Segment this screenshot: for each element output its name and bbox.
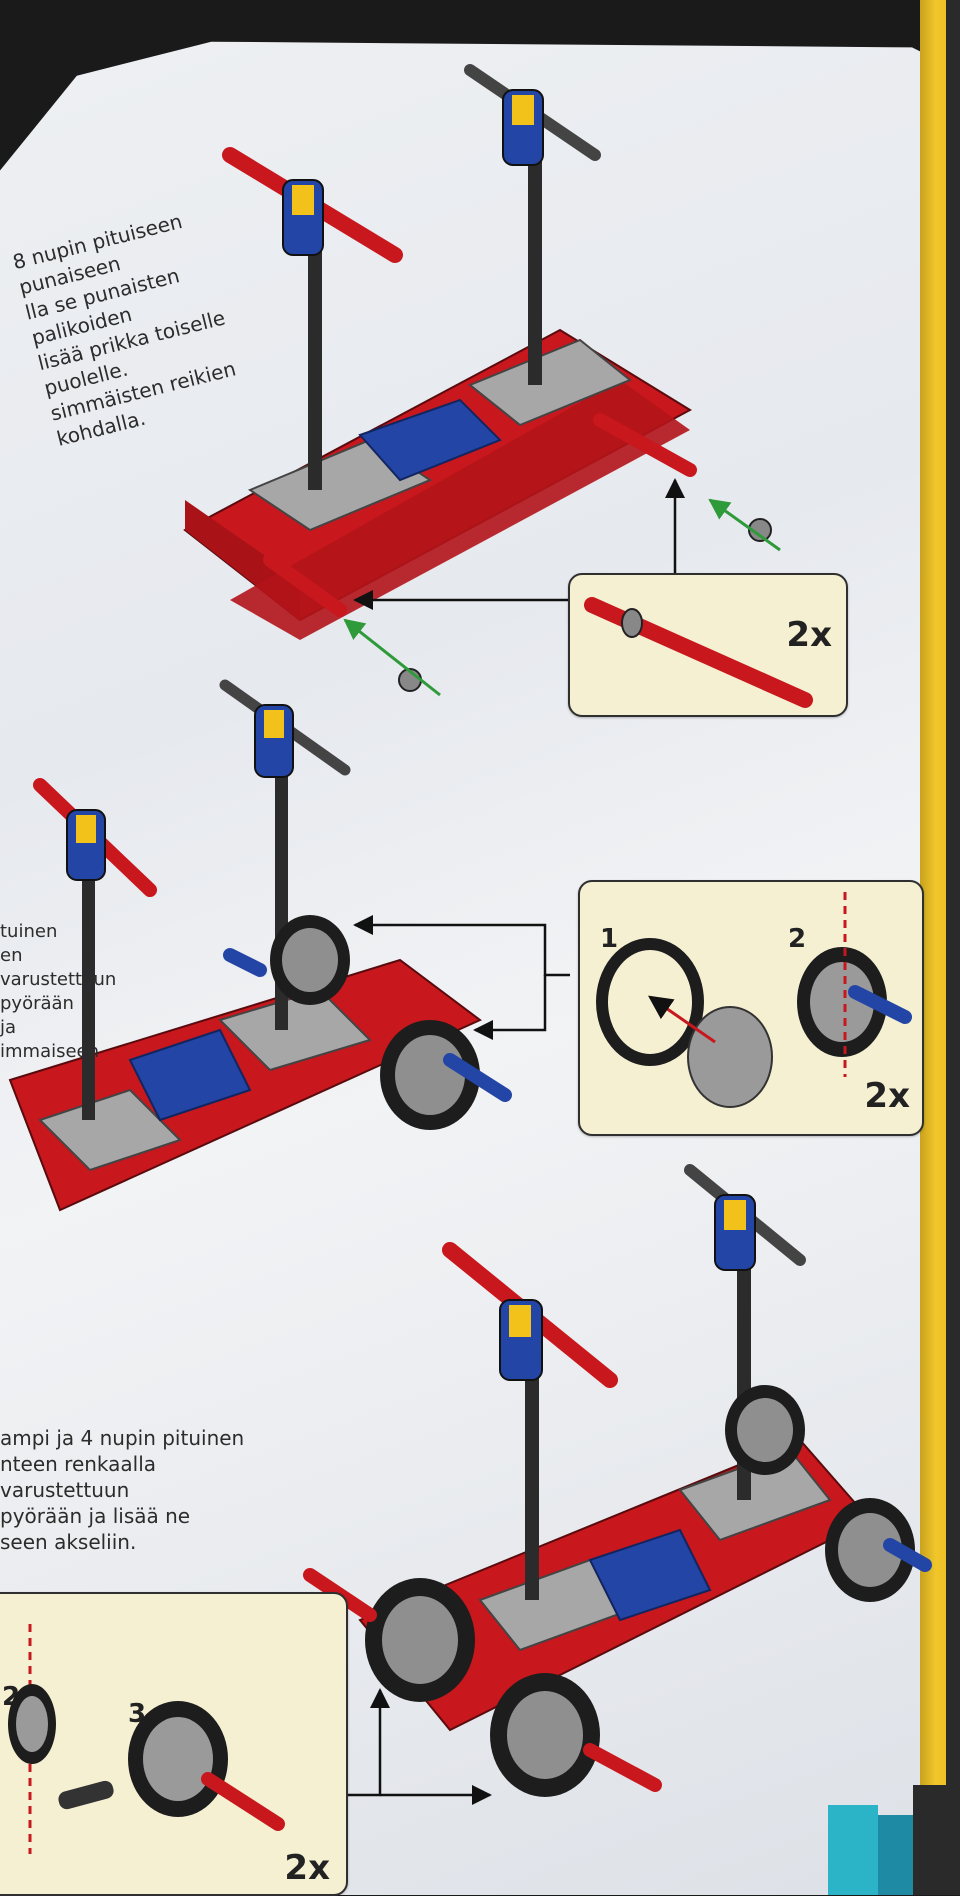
- step-c-subassembly-callout: 2 3 2x: [0, 1592, 348, 1896]
- decorative-bricks-icon: [828, 1785, 948, 1895]
- wheel-with-axle-connector-icon: [8, 1624, 285, 1854]
- step-b-instruction-text: tuinen en varustettuun pyörään ja immais…: [0, 921, 117, 1062]
- step-c-model: [303, 1164, 932, 1805]
- step-c-instruction-text: ampi ja 4 nupin pituinen nteen renkaalla…: [0, 1426, 245, 1554]
- step-b-subassembly-callout: 1 2 2x: [578, 880, 924, 1136]
- step-b-substep-2: 2: [788, 924, 807, 954]
- step-c-count-label: 2x: [284, 1848, 330, 1888]
- wheel-assembly-icon: [596, 892, 912, 1108]
- step-a-model: [183, 64, 781, 697]
- step-a-count-label: 2x: [786, 615, 832, 655]
- step-b-count-label: 2x: [864, 1076, 910, 1116]
- page-edge-shadow: [946, 0, 960, 1895]
- step-a-parts-callout: 2x: [568, 573, 848, 717]
- step-b-model: [8, 679, 570, 1212]
- step-b-substep-1: 1: [600, 924, 619, 954]
- red-axle-with-bush-icon: [584, 597, 813, 708]
